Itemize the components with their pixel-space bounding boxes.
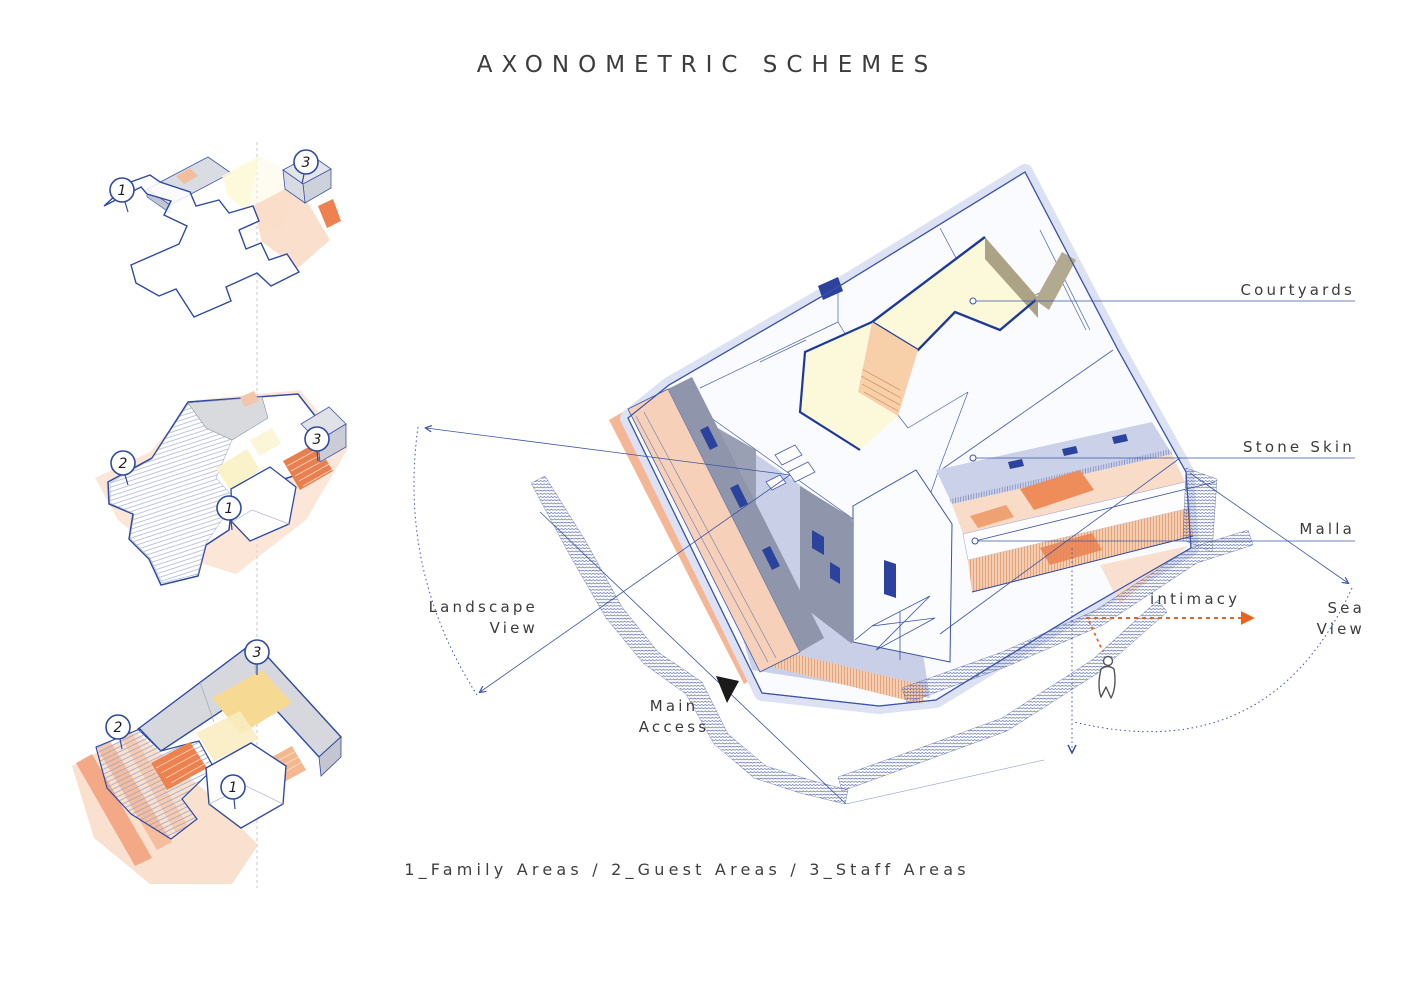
stone-skin-annotation: Stone Skin — [939, 438, 1355, 635]
annotations: Landscape View Sea View Courtyards — [413, 281, 1365, 752]
marker-number: 2 — [114, 720, 123, 736]
page-title: AXONOMETRIC SCHEMES — [476, 52, 938, 78]
sea-view-arrow — [1189, 472, 1348, 583]
main-axonometric-building — [539, 164, 1199, 805]
malla-mesh-fences — [530, 467, 1254, 805]
landscape-view-arc — [413, 426, 478, 696]
level-marker-3-badge: 3 — [244, 639, 270, 675]
diagram-level-middle: 2 1 3 — [95, 390, 348, 586]
level-marker-2-badge: 2 — [110, 450, 136, 486]
marker-number: 3 — [253, 645, 262, 661]
marker-number: 1 — [229, 780, 238, 796]
level-marker-1-badge: 1 — [109, 177, 135, 213]
intimacy-link-line — [1088, 620, 1104, 653]
stone-skin-label: Stone Skin — [1243, 438, 1355, 456]
landscape-arrow-lower — [480, 474, 791, 692]
malla-annotation: Malla — [971, 481, 1355, 545]
diagram-level-bottom: 2 3 1 — [72, 639, 342, 884]
level-marker-3-badge: 3 — [304, 426, 330, 462]
mesh-ribbon-lower — [837, 599, 1168, 792]
level-marker-1-badge: 1 — [220, 774, 246, 810]
diagram-level-top: 1 3 — [103, 149, 341, 318]
marker-number: 3 — [313, 432, 322, 448]
sea-view-label: Sea — [1327, 599, 1365, 617]
person-icon — [1098, 655, 1116, 699]
floor-plate-outline — [103, 174, 301, 318]
right-terraces — [936, 422, 1194, 604]
level-marker-3-badge: 3 — [293, 149, 319, 185]
main-access-triangle — [716, 676, 739, 703]
legend-caption: 1_Family Areas / 2_Guest Areas / 3_Staff… — [404, 860, 970, 879]
mesh-ribbon-right — [901, 529, 1254, 704]
sea-view-arc — [1073, 587, 1353, 733]
main-access-label: Access — [639, 718, 710, 736]
intimacy-annotation: intimacy — [1086, 590, 1255, 699]
courtyards-label: Courtyards — [1240, 281, 1355, 299]
mesh-patch-far-right — [1182, 467, 1218, 553]
stair-orange — [151, 742, 207, 790]
mesh-ribbon-left — [530, 475, 849, 805]
level-marker-2-badge: 2 — [105, 714, 131, 750]
trellis — [854, 595, 936, 660]
sea-view-label: View — [1317, 620, 1365, 638]
landscape-view-label: View — [490, 619, 538, 637]
marker-number: 1 — [225, 501, 234, 517]
malla-label: Malla — [1299, 520, 1355, 538]
marker-number: 1 — [118, 183, 127, 199]
courtyards-area — [798, 236, 1076, 451]
landscape-arrow-upper — [426, 428, 791, 476]
intimacy-label: intimacy — [1150, 590, 1240, 608]
main-access-label: Main — [650, 697, 699, 715]
courtyards-annotation: Courtyards — [969, 281, 1355, 305]
sea-view-annotation: Sea View — [1072, 472, 1365, 752]
level-marker-1-badge: 1 — [216, 495, 242, 531]
landscape-view-annotation: Landscape View — [413, 426, 791, 696]
marker-number: 3 — [302, 155, 311, 171]
main-access-annotation: Main Access — [639, 676, 739, 736]
marker-number: 2 — [119, 456, 128, 472]
landscape-view-label: Landscape — [429, 598, 538, 616]
